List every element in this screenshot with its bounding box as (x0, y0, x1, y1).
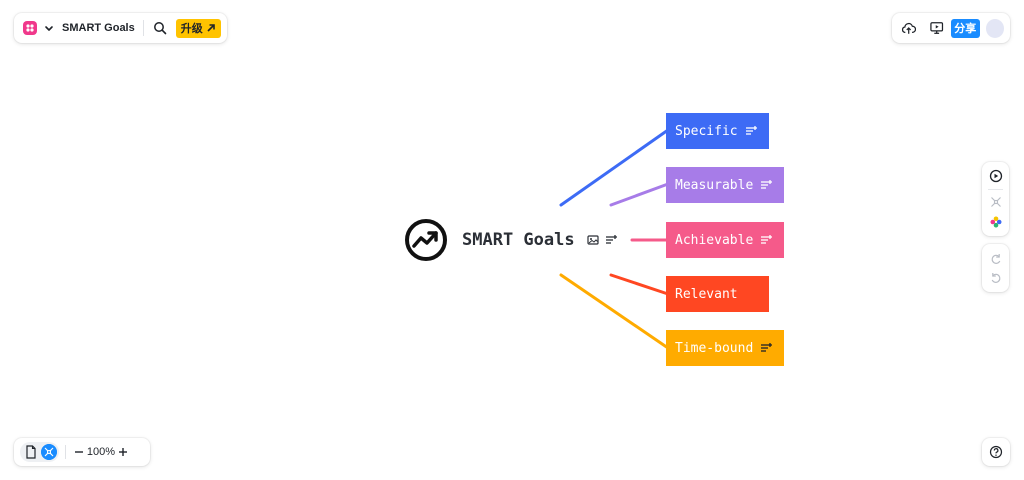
plus-icon[interactable] (116, 445, 130, 459)
help-icon (989, 445, 1003, 459)
play-circle-icon[interactable] (989, 169, 1003, 183)
zoom-level[interactable]: 100% (86, 446, 116, 458)
branch-node-achievable[interactable]: Achievable (666, 222, 784, 258)
minus-icon[interactable] (72, 445, 86, 459)
app-logo-icon[interactable] (22, 20, 38, 36)
mindmap-icon[interactable] (41, 444, 57, 460)
connector-specific (559, 128, 670, 207)
document-icon[interactable] (22, 444, 40, 460)
note-icon[interactable] (605, 234, 617, 246)
bottom-zoom-bar: 100% (14, 438, 150, 466)
upgrade-button[interactable]: 升级 (175, 18, 221, 38)
cloud-upload-icon[interactable] (901, 20, 917, 36)
document-title[interactable]: SMART Goals (62, 22, 135, 34)
branch-node-relevant[interactable]: Relevant (666, 276, 769, 312)
palette-icon[interactable] (989, 215, 1003, 229)
note-icon[interactable] (760, 342, 772, 354)
note-icon[interactable] (760, 179, 772, 191)
share-button[interactable]: 分享 (950, 18, 980, 38)
trending-up-circle-icon (405, 219, 447, 261)
toolbar-divider (65, 445, 66, 459)
note-icon[interactable] (760, 234, 772, 246)
layout-icon[interactable] (989, 195, 1003, 209)
chevron-down-icon[interactable] (42, 20, 56, 36)
search-icon[interactable] (152, 20, 168, 36)
help-button[interactable] (982, 438, 1010, 466)
branch-node-time-bound[interactable]: Time-bound (666, 330, 784, 366)
arrow-up-right-icon (207, 24, 215, 32)
redo-icon[interactable] (989, 252, 1003, 266)
side-toolbar-history (982, 244, 1009, 292)
branch-label: Achievable (675, 232, 754, 248)
branch-label: Relevant (675, 286, 738, 302)
presentation-icon[interactable] (929, 20, 944, 36)
image-icon[interactable] (587, 234, 599, 246)
avatar[interactable] (985, 18, 1004, 38)
top-left-toolbar: SMART Goals 升级 (14, 13, 227, 43)
connector-measurable (609, 182, 670, 207)
connector-relevant (609, 273, 670, 296)
toolbar-divider (142, 20, 144, 36)
top-right-toolbar: 分享 (892, 13, 1010, 43)
toolbar-divider (988, 188, 1003, 190)
view-mode-toggle (20, 442, 59, 462)
connector-time-bound (559, 273, 670, 350)
note-icon[interactable] (745, 125, 757, 137)
branch-label: Specific (675, 123, 738, 139)
branch-label: Measurable (675, 177, 754, 193)
branch-node-specific[interactable]: Specific (666, 113, 769, 149)
branch-node-measurable[interactable]: Measurable (666, 167, 784, 203)
upgrade-label: 升级 (180, 23, 203, 35)
undo-icon[interactable] (989, 271, 1003, 285)
central-topic[interactable]: SMART Goals (462, 230, 575, 250)
branch-label: Time-bound (675, 340, 754, 356)
side-toolbar-top (982, 162, 1009, 236)
